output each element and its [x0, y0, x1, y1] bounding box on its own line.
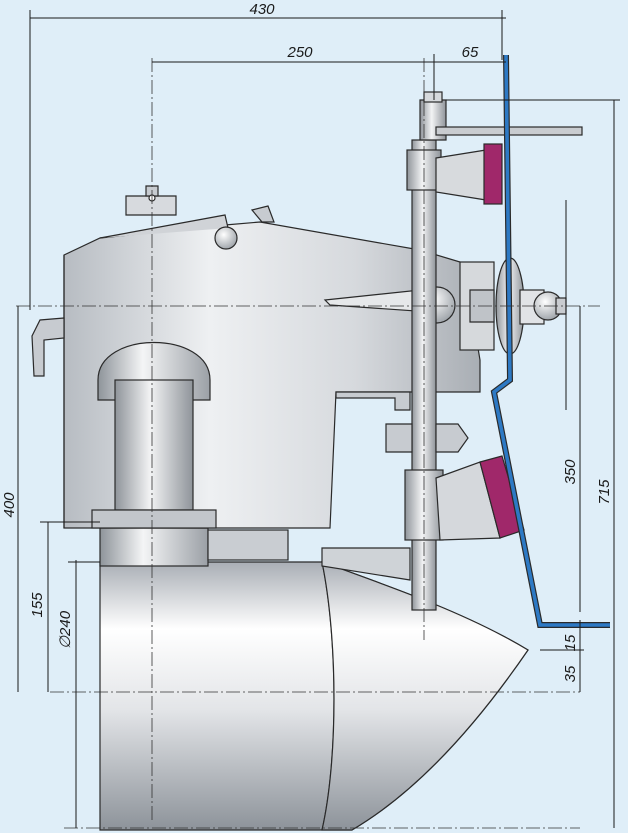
dim-height-400: 400 [1, 492, 18, 518]
dim-overall-height: 715 [596, 479, 613, 505]
dimension-lines [17, 10, 620, 828]
dim-height-155: 155 [29, 592, 46, 618]
transom-bracket [490, 54, 610, 628]
dim-gap-35: 35 [562, 665, 579, 682]
dim-overall-width: 430 [249, 1, 275, 18]
main-housing [31, 185, 481, 529]
dimension-labels: 430 250 65 400 155 ∅240 350 715 15 35 [1, 1, 613, 682]
center-lines [16, 58, 600, 829]
dim-bracket-offset: 65 [462, 44, 479, 61]
housing-neck [99, 527, 411, 581]
upper-clamp [435, 143, 503, 205]
outlet-tube [99, 561, 529, 831]
dim-depth-350: 350 [562, 459, 579, 485]
pivot-assembly [459, 257, 567, 355]
dim-diameter: ∅240 [57, 610, 74, 649]
upper-rubber-pad [483, 143, 503, 205]
vent-knob [214, 226, 238, 250]
dim-center-to-bracket: 250 [286, 44, 313, 61]
dim-gap-15: 15 [562, 634, 579, 651]
